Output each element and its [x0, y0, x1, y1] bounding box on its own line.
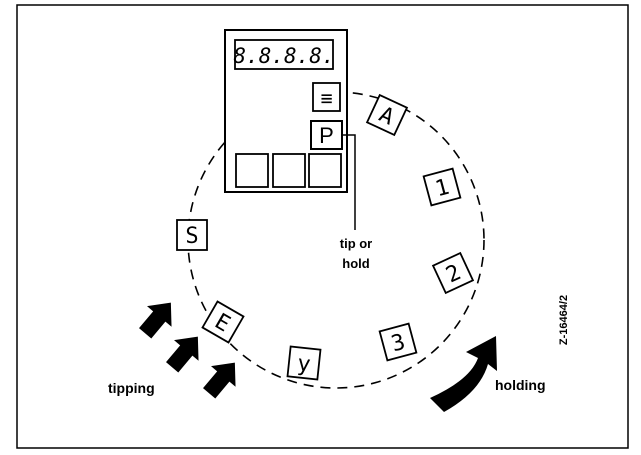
figure-border: [16, 4, 629, 449]
symbol-2: 2: [431, 251, 475, 295]
key-callout-leader: [342, 134, 356, 230]
function-key-3[interactable]: [308, 153, 342, 188]
tipping-arrow-3: [203, 362, 236, 399]
key-callout-line1: tip or: [340, 236, 373, 251]
symbol-1-glyph: 1: [433, 175, 452, 203]
holding-arrow: [430, 336, 497, 412]
holding-label: holding: [495, 377, 546, 393]
symbol-3-glyph: 3: [389, 330, 408, 358]
controller-device: 8.8.8.8. ≡ P: [224, 29, 348, 193]
tipping-arrow-1: [139, 302, 172, 339]
tipping-label: tipping: [108, 380, 155, 396]
display-window: [234, 39, 334, 70]
tipping-arrow-2: [166, 336, 199, 373]
tipping-arrows: [139, 302, 236, 399]
symbol-3: 3: [378, 322, 418, 362]
symbol-E: E: [201, 300, 245, 344]
top-indicator-key[interactable]: [312, 82, 341, 112]
symbol-S-glyph: S: [185, 224, 198, 249]
function-key-2[interactable]: [272, 153, 306, 188]
key-callout-line2: hold: [342, 256, 369, 271]
top-indicator-symbol: ≡: [320, 86, 332, 110]
symbol-y-glyph: y: [296, 351, 312, 377]
symbol-1: 1: [422, 167, 462, 207]
figure-code: Z-16464/2: [558, 295, 570, 345]
function-key-1[interactable]: [235, 153, 269, 188]
symbol-S: S: [176, 219, 208, 251]
symbol-A: A: [365, 93, 409, 137]
program-key-label: P: [319, 123, 334, 148]
symbol-y: y: [286, 345, 322, 381]
display-readout: 8.8.8.8.: [233, 44, 334, 68]
